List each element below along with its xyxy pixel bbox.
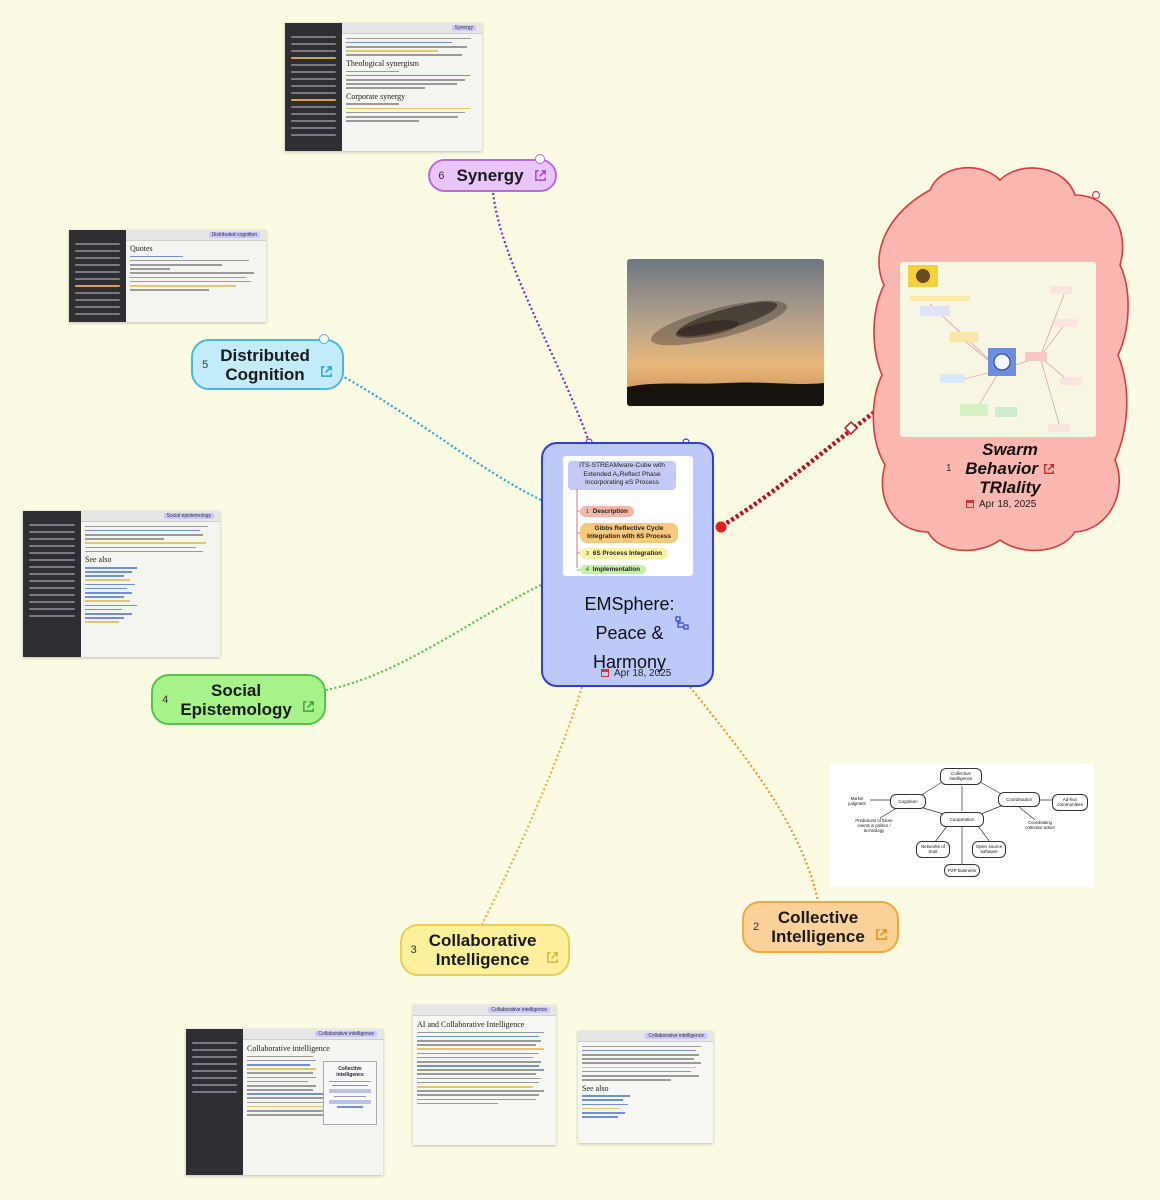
collective-intelligence-concept-map: Collective intelligence Cognition Coordi… (830, 764, 1094, 887)
calendar-icon (966, 500, 974, 508)
link-swarm-anchor (715, 521, 727, 533)
cmap-label-coordinating: Coordinating collective action (1025, 820, 1055, 830)
link-swarm (720, 406, 882, 528)
collaborative-page-screenshot-2: Collaborative intelligence AI and Collab… (413, 1005, 556, 1145)
cmap-node-cooperation: Cooperation (940, 812, 984, 828)
link-distributed (343, 376, 542, 501)
cmap-node-open-source: Open source software (972, 841, 1006, 858)
collaborative-page-screenshot-1: Collaborative intelligence Collaborative… (186, 1029, 383, 1175)
cmap-label-market: Market judgment (848, 796, 866, 806)
starling-murmuration-photo (627, 259, 824, 406)
central-topic-emsphere[interactable]: ITS-STREAMware-Cube with Extended A₂Refl… (541, 442, 714, 687)
swarm-mindmap-preview (900, 262, 1096, 437)
cmap-node-p2p: P2P business (944, 864, 980, 878)
central-title: EMSphere: Peace & Harmony (584, 594, 675, 672)
link-collaborative (481, 686, 584, 925)
link-collective (689, 686, 820, 902)
calendar-icon (601, 669, 609, 677)
cmap-node-cognition: Cognition (890, 794, 926, 810)
central-date: Apr 18, 2025 (601, 668, 671, 679)
link-swarm-diamond (843, 420, 859, 436)
social-epistemology-page-screenshot: Social epistemology See also (23, 511, 220, 657)
cmap-node-adhoc: Ad-hoc communities (1052, 794, 1088, 811)
external-link-icon[interactable] (1043, 463, 1055, 475)
swarm-behavior-number: 1 (946, 463, 952, 474)
external-link-icon[interactable] (320, 365, 333, 378)
central-mindmap-preview: ITS-STREAMware-Cube with Extended A₂Refl… (563, 456, 693, 576)
link-social (325, 584, 542, 692)
swarm-behavior-date: Apr 18, 2025 (966, 499, 1036, 510)
external-link-icon[interactable] (534, 169, 547, 182)
topic-synergy[interactable]: 6 Synergy (428, 159, 557, 192)
external-link-icon[interactable] (875, 928, 888, 941)
cmap-node-coordination: Coordination (998, 792, 1040, 808)
preview-root-node: ITS-STREAMware-Cube with Extended A₂Refl… (568, 461, 676, 490)
mindmap-icon[interactable] (675, 616, 689, 630)
external-link-icon[interactable] (546, 951, 559, 964)
synergy-page-screenshot: Synergy Theological synergism Corporate … (285, 23, 482, 151)
preview-branch-gibbs: Gibbs Reflective Cycle Integration with … (580, 523, 678, 543)
collaborative-page-screenshot-3: Collaborative intelligence See also (578, 1031, 713, 1143)
external-link-icon[interactable] (302, 700, 315, 713)
cmap-node-collective: Collective intelligence (940, 768, 982, 785)
distributed-cognition-page-screenshot: Distributed cognition Quotes (69, 230, 266, 322)
cmap-node-networks: Networks of trust (916, 841, 950, 858)
link-synergy (491, 191, 591, 443)
swarm-behavior-title[interactable]: Swarm Behavior TRIality (940, 440, 1080, 497)
cmap-label-predictions: Predictions of future events in politics… (855, 818, 893, 833)
